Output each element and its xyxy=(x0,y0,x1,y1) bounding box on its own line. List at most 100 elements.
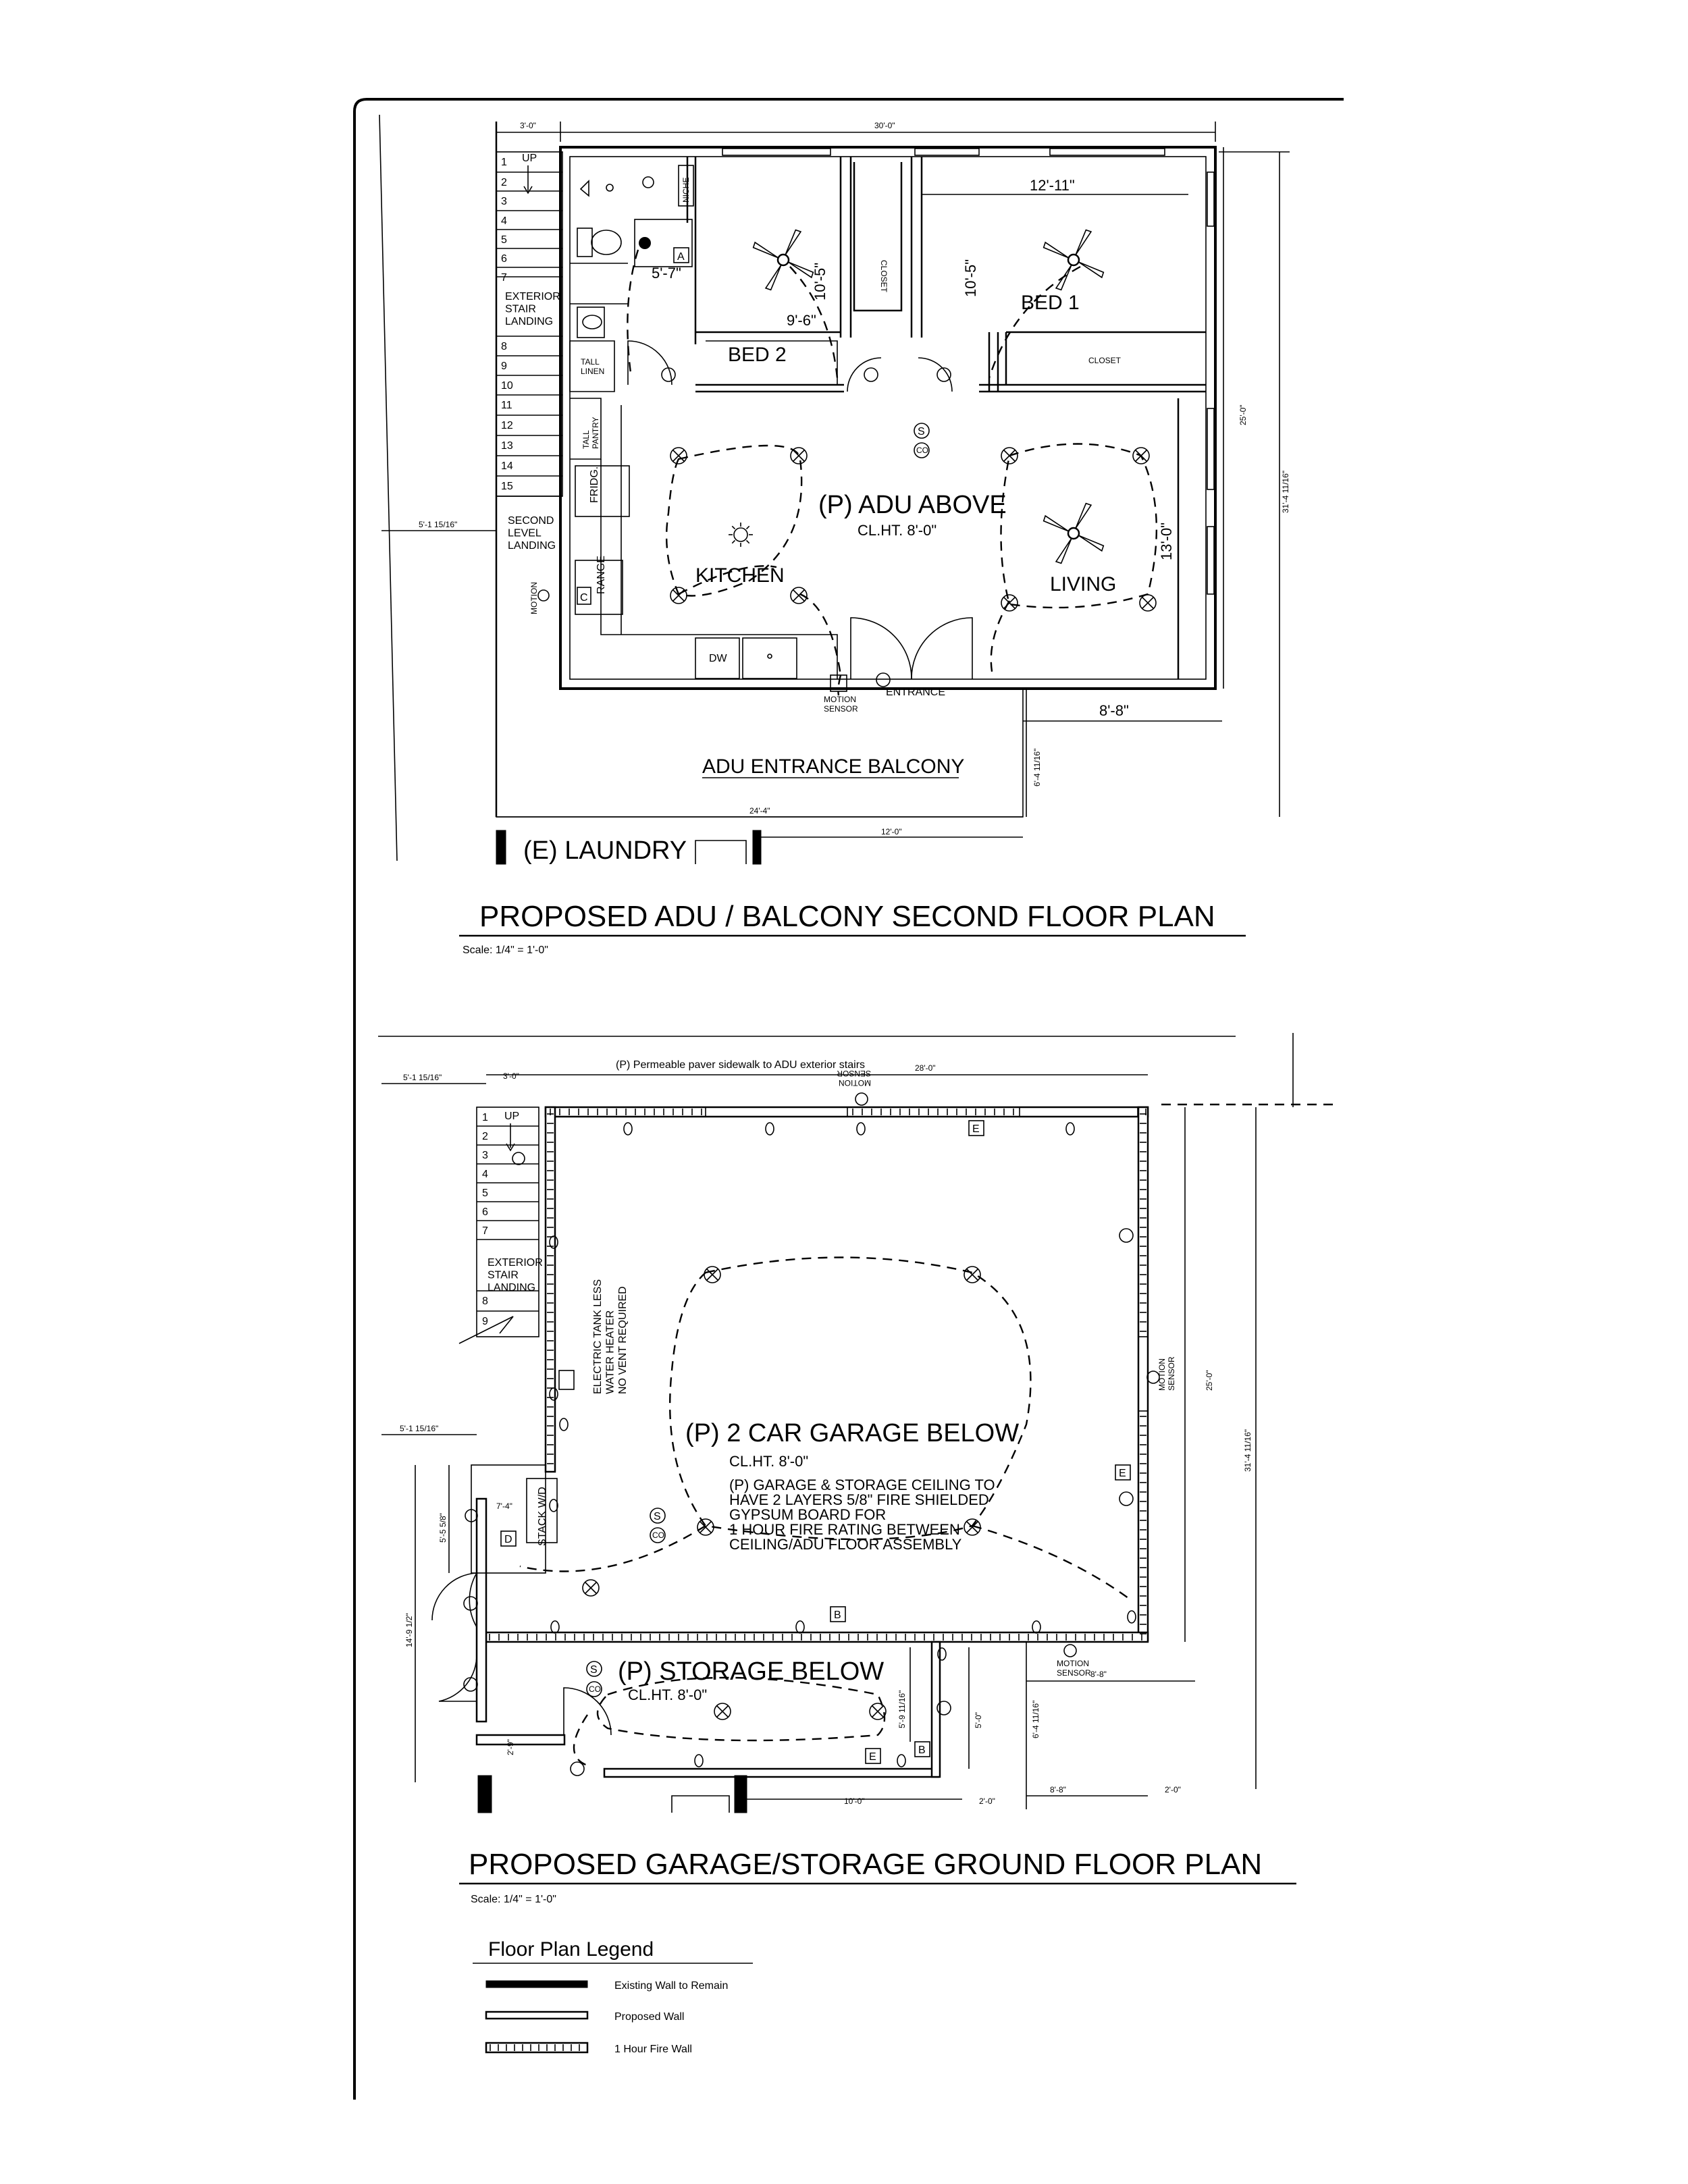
lower-ceiling-light-x2 xyxy=(872,1705,884,1717)
ceiling-fan-blade xyxy=(752,241,779,259)
storage-ceiling: CL.HT. 8'-0" xyxy=(628,1686,707,1703)
dim-storage-5: 5'-0" xyxy=(974,1712,983,1728)
fridge-label: FRIDG. xyxy=(589,467,600,503)
dim-bottom-8: 8'-8" xyxy=(1099,702,1129,719)
upper-ceiling-light xyxy=(790,447,808,464)
tag-e-2-text: E xyxy=(1119,1468,1126,1479)
ceiling-fan-hub xyxy=(776,253,790,267)
closet-bed1-label: CLOSET xyxy=(1088,356,1122,365)
bed1-label: BED 1 xyxy=(1021,292,1080,314)
legend-swatch-fire xyxy=(485,2042,589,2054)
ceiling-fan-blade xyxy=(1055,264,1072,291)
toilet-tank xyxy=(577,228,593,257)
upper-stair-step-number: 2 xyxy=(501,177,507,188)
tag-e-1 xyxy=(968,1120,984,1136)
upper-stair-step-number: 9 xyxy=(501,361,507,372)
ceiling-fan-blade xyxy=(1075,502,1092,529)
tag-e-3-text: E xyxy=(869,1751,876,1763)
garage-wall-right xyxy=(1137,1106,1149,1642)
dim-lower-8a: 8'-8" xyxy=(1090,1670,1107,1679)
motion-sensor-right-label: MOTIONSENSOR xyxy=(1157,1356,1176,1391)
lower-stair-step-number: 2 xyxy=(482,1131,488,1142)
storage-smoke xyxy=(586,1661,602,1677)
bath-divider xyxy=(570,263,628,304)
storage-wall-left xyxy=(475,1497,487,1723)
upper-ceiling-light xyxy=(1132,447,1150,464)
lower-stair xyxy=(476,1107,539,1337)
co-text: CO xyxy=(916,446,928,455)
upper-ceiling-light-x2 xyxy=(1135,450,1147,462)
wall-light-fixture xyxy=(1127,1610,1136,1624)
kitchen-pendant-ray xyxy=(745,539,750,544)
upper-ceiling-light-x2 xyxy=(793,450,805,462)
wall-light-fixture xyxy=(937,1647,947,1661)
kitchen-light-loop xyxy=(665,444,803,597)
garage-wall-bottom xyxy=(485,1631,1149,1643)
storage-circuit xyxy=(573,1714,588,1767)
window-right-3 xyxy=(1207,526,1215,595)
upper-stair-step-number: 4 xyxy=(501,215,507,227)
storage-wall-lower-left xyxy=(475,1734,566,1746)
door-d3 xyxy=(469,1572,477,1628)
bed2-label: BED 2 xyxy=(728,344,787,366)
upper-ceiling-light xyxy=(1001,594,1018,612)
wall-light-fixture xyxy=(549,1387,558,1401)
lower-stair-step-number: 7 xyxy=(482,1225,488,1237)
tag-d1 xyxy=(570,1761,585,1776)
site-line xyxy=(379,114,398,861)
water-heater-box xyxy=(558,1370,575,1390)
living-light-loop xyxy=(1000,443,1157,609)
door-d1 xyxy=(563,1687,612,1736)
upper-stair-arrowhead xyxy=(523,186,533,194)
tag-b-1 xyxy=(830,1606,846,1622)
dim-lower-2b: 2'-0" xyxy=(1165,1785,1181,1794)
ceiling-fan-blade xyxy=(1075,229,1092,256)
motion-sensor-top xyxy=(855,1092,868,1106)
toilet-bowl xyxy=(591,230,622,255)
tag-b-2-text: B xyxy=(918,1744,926,1756)
upper-plan-scale: Scale: 1/4" = 1'-0" xyxy=(463,944,548,956)
storage-label: (P) STORAGE BELOW xyxy=(618,1657,884,1686)
dim-right-25: 25'-0" xyxy=(1238,404,1248,425)
dim-bottom-12: 12'-0" xyxy=(881,827,902,836)
wall-light-fixture xyxy=(623,1122,633,1136)
living-label: LIVING xyxy=(1050,573,1116,595)
corridor-wall-2 xyxy=(979,383,1206,393)
upper-stair-step-number: 11 xyxy=(501,400,512,411)
bath-fixture xyxy=(642,176,654,188)
window-right-1 xyxy=(1207,171,1215,227)
legend-label-existing: Existing Wall to Remain xyxy=(614,1980,728,1992)
legend-label-proposed: Proposed Wall xyxy=(614,2011,684,2023)
storage-out-box xyxy=(671,1795,730,1813)
upper-stair-step-number: 14 xyxy=(501,460,513,472)
door-entrance-right xyxy=(911,617,973,680)
wall-light-fixture xyxy=(550,1620,560,1634)
upper-stair-step-number: 6 xyxy=(501,253,507,265)
lower-stair-step-number: 1 xyxy=(482,1112,488,1123)
linen-wall xyxy=(569,340,615,392)
utility-d-text: D xyxy=(504,1534,512,1545)
upper-ceiling-lights xyxy=(670,447,1157,612)
lower-ceiling-light-x2 xyxy=(706,1269,718,1281)
lower-ceiling-light-x2 xyxy=(966,1269,978,1281)
dim-balcony-h: 6'-4 11/16" xyxy=(1032,749,1042,787)
balcony-label: ADU ENTRANCE BALCONY xyxy=(702,755,964,778)
shower-drain xyxy=(639,237,651,249)
dim-lower-top-28: 28'-0" xyxy=(915,1063,936,1073)
lower-stair-step-number: 9 xyxy=(482,1316,488,1327)
upper-stair-step-number: 13 xyxy=(501,440,513,452)
wall-light-fixture xyxy=(549,1499,558,1512)
kitchen-pendant xyxy=(733,527,748,542)
motion-sensor-left: MOTION xyxy=(529,582,539,614)
ceiling-fan-blade xyxy=(1055,537,1072,564)
tag-b-1-text: B xyxy=(834,1609,841,1621)
tall-pantry-label: TALLPANTRY xyxy=(581,417,600,449)
dim-right-total: 31'-4 11/16" xyxy=(1281,471,1290,513)
lower-ceiling-light xyxy=(714,1703,731,1720)
legend-fire-hatch xyxy=(490,2044,580,2051)
